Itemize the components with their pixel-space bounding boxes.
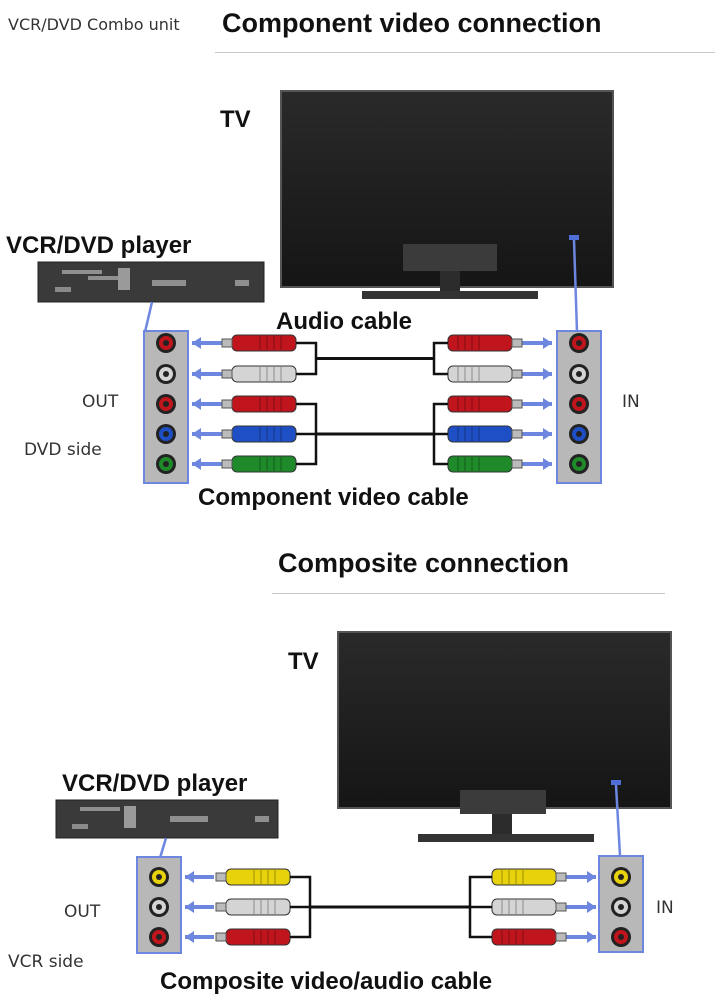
composite-left-plug-2	[215, 928, 291, 946]
left-plug-3	[221, 425, 297, 443]
composite-in-jack-panel	[598, 855, 644, 953]
out-arrow-1	[192, 368, 222, 380]
out-jack-3	[156, 424, 176, 444]
component-tv-label: TV	[220, 106, 251, 133]
combo-unit-caption: VCR/DVD Combo unit	[8, 15, 180, 34]
composite-cable-label: Composite video/audio cable	[160, 968, 493, 995]
composite-left-plug-1	[215, 898, 291, 916]
composite-tv-label: TV	[288, 648, 319, 675]
out-jack-2	[156, 394, 176, 414]
composite-right-plug-1	[491, 898, 567, 916]
component-tv	[280, 90, 614, 333]
dvd-side-label: DVD side	[24, 440, 102, 460]
composite-in-arrow-1	[566, 901, 596, 913]
composite-in-arrow-0	[566, 871, 596, 883]
composite-heading-rule	[272, 593, 665, 594]
in-arrow-1	[522, 368, 552, 380]
right-plug-4	[447, 455, 523, 473]
composite-left-plug-0	[215, 868, 291, 886]
composite-out-arrow-1	[185, 901, 214, 913]
composite-in-jack-1	[611, 897, 631, 917]
composite-player	[55, 799, 279, 859]
in-jack-0	[569, 333, 589, 353]
right-plug-1	[447, 365, 523, 383]
in-arrow-2	[522, 398, 552, 410]
composite-cables	[185, 868, 596, 946]
left-plug-1	[221, 365, 297, 383]
composite-in-jack-2	[611, 927, 631, 947]
out-arrow-0	[192, 337, 222, 349]
composite-out-arrow-2	[185, 931, 214, 943]
out-arrow-4	[192, 458, 222, 470]
right-plug-3	[447, 425, 523, 443]
left-plug-4	[221, 455, 297, 473]
out-arrow-2	[192, 398, 222, 410]
component-player	[37, 261, 265, 333]
component-in-label: IN	[622, 392, 640, 412]
out-jack-4	[156, 454, 176, 474]
out-jack-0	[156, 333, 176, 353]
composite-out-jack-0	[149, 867, 169, 887]
component-heading: Component video connection	[222, 8, 602, 38]
composite-out-label: OUT	[64, 902, 101, 922]
component-player-label: VCR/DVD player	[6, 232, 192, 259]
left-plug-2	[221, 395, 297, 413]
composite-out-arrow-0	[185, 871, 214, 883]
out-jack-1	[156, 364, 176, 384]
in-arrow-0	[522, 337, 552, 349]
composite-cable-wire	[290, 875, 492, 939]
in-jack-3	[569, 424, 589, 444]
out-arrow-3	[192, 428, 222, 440]
audio-cable-label: Audio cable	[276, 308, 413, 335]
component-cable-wire	[296, 402, 448, 466]
in-arrow-3	[522, 428, 552, 440]
in-arrow-4	[522, 458, 552, 470]
in-jack-1	[569, 364, 589, 384]
composite-in-jack-0	[611, 867, 631, 887]
component-out-jack-panel	[143, 330, 189, 484]
right-plug-2	[447, 395, 523, 413]
in-jack-4	[569, 454, 589, 474]
composite-player-label: VCR/DVD player	[62, 770, 248, 797]
composite-out-jack-2	[149, 927, 169, 947]
composite-right-plug-2	[491, 928, 567, 946]
component-in-jack-panel	[556, 330, 602, 484]
composite-right-plug-0	[491, 868, 567, 886]
composite-heading: Composite connection	[278, 548, 570, 578]
composite-in-label: IN	[656, 898, 674, 918]
right-plug-0	[447, 334, 523, 352]
composite-tv	[337, 631, 672, 857]
component-video-cable-label: Component video cable	[198, 484, 469, 511]
composite-in-arrow-2	[566, 931, 596, 943]
component-heading-rule	[215, 52, 715, 53]
composite-out-jack-panel	[136, 856, 182, 954]
left-plug-0	[221, 334, 297, 352]
component-out-label: OUT	[82, 392, 119, 412]
audio-cable-wire	[296, 341, 448, 376]
component-cables	[192, 334, 552, 473]
in-jack-2	[569, 394, 589, 414]
vcr-side-label: VCR side	[8, 952, 84, 972]
composite-out-jack-1	[149, 897, 169, 917]
